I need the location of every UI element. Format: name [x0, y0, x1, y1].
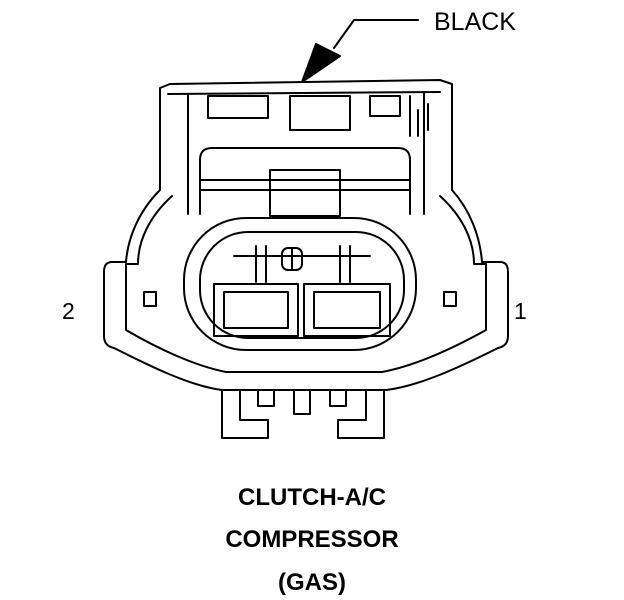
caption-line-3: (GAS) [278, 569, 346, 596]
pin-number-left: 2 [62, 298, 75, 324]
locking-latch [199, 147, 411, 217]
terminal-cavity [183, 217, 417, 351]
terminal-pin-1 [303, 283, 391, 337]
caption-line-2: COMPRESSOR [225, 526, 399, 553]
connector-outer-flange [103, 91, 509, 391]
caption-line-1: CLUTCH-A/C [238, 484, 386, 511]
pin-number-right: 1 [514, 298, 527, 324]
terminal-pin-2 [213, 283, 299, 337]
connector-top-cap [159, 79, 453, 215]
connector-inner-flange [125, 195, 487, 373]
latch-tab-left [143, 291, 157, 307]
bottom-guide-tabs [221, 389, 385, 439]
callout-arrowhead [301, 43, 341, 83]
callout-leader [301, 19, 419, 83]
latch-tab-right [443, 291, 457, 307]
wire-color-label: BLACK [434, 8, 516, 36]
